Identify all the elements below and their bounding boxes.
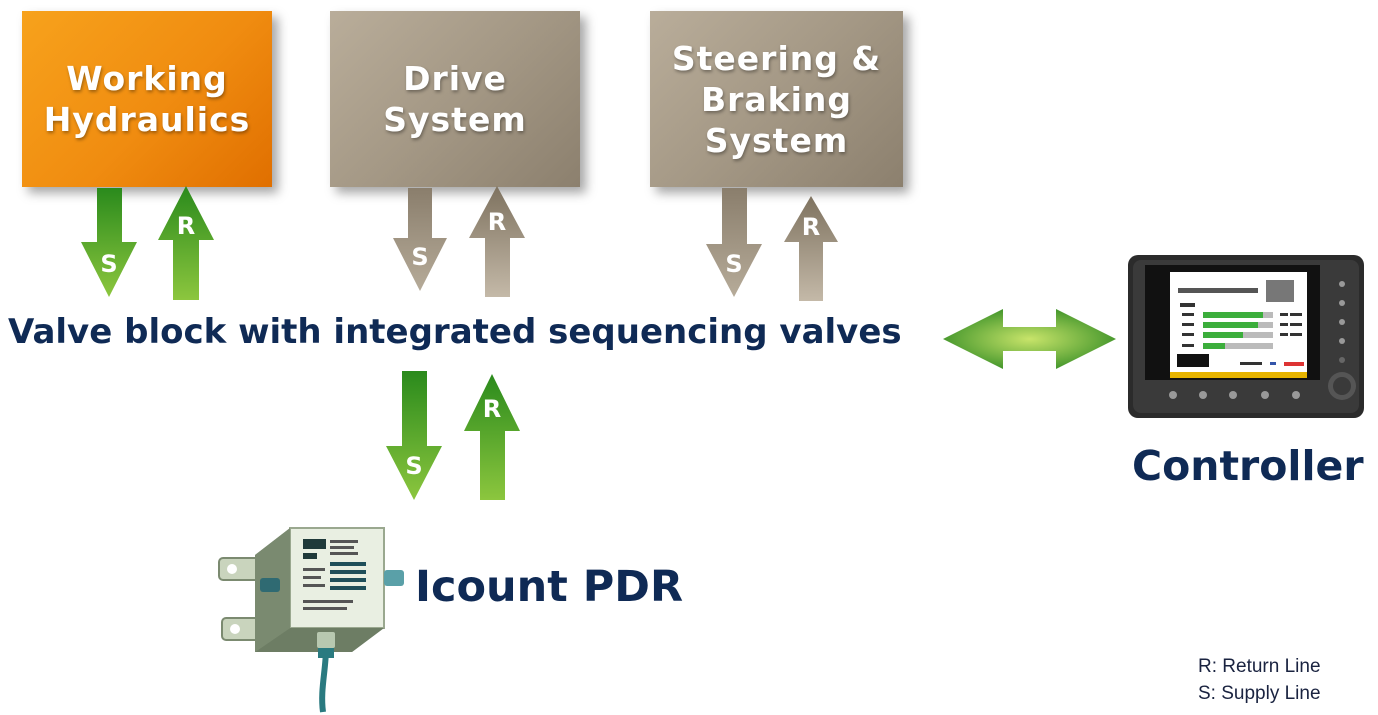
bidirectional-arrow <box>943 309 1116 369</box>
steering-braking-system-box: Steering & Braking System <box>650 11 903 187</box>
sb-return-letter: R <box>802 213 820 241</box>
wh-supply-letter: S <box>100 250 117 278</box>
ds-return-letter: R <box>488 208 506 236</box>
legend-supply-line: S: Supply Line <box>1198 683 1321 704</box>
legend-return-line: R: Return Line <box>1198 656 1321 677</box>
wh-supply-arrow: S <box>81 188 137 297</box>
working-hydraulics-box: Working Hydraulics <box>22 11 272 187</box>
icount-pdr-label: Icount PDR <box>415 562 684 612</box>
wh-return-arrow: R <box>158 186 214 300</box>
pdr-supply-letter: S <box>405 452 422 480</box>
sb-supply-letter: S <box>725 250 742 278</box>
pdr-supply-arrow: S <box>386 371 442 500</box>
sb-supply-arrow: S <box>706 188 762 297</box>
wh-return-letter: R <box>177 212 195 240</box>
ds-return-arrow: R <box>469 186 525 297</box>
ds-supply-arrow: S <box>393 188 447 291</box>
valve-block-label: Valve block with integrated sequencing v… <box>8 312 902 352</box>
sb-return-arrow: R <box>784 196 838 301</box>
legend: R: Return Line S: Supply Line <box>1198 653 1321 707</box>
icount-pdr-device-icon <box>218 527 404 713</box>
pdr-return-arrow: R <box>464 374 520 500</box>
controller-device-icon <box>1128 255 1364 418</box>
controller-label: Controller <box>1132 442 1364 490</box>
pdr-return-letter: R <box>483 395 501 423</box>
ds-supply-letter: S <box>411 243 428 271</box>
drive-system-box: Drive System <box>330 11 580 187</box>
